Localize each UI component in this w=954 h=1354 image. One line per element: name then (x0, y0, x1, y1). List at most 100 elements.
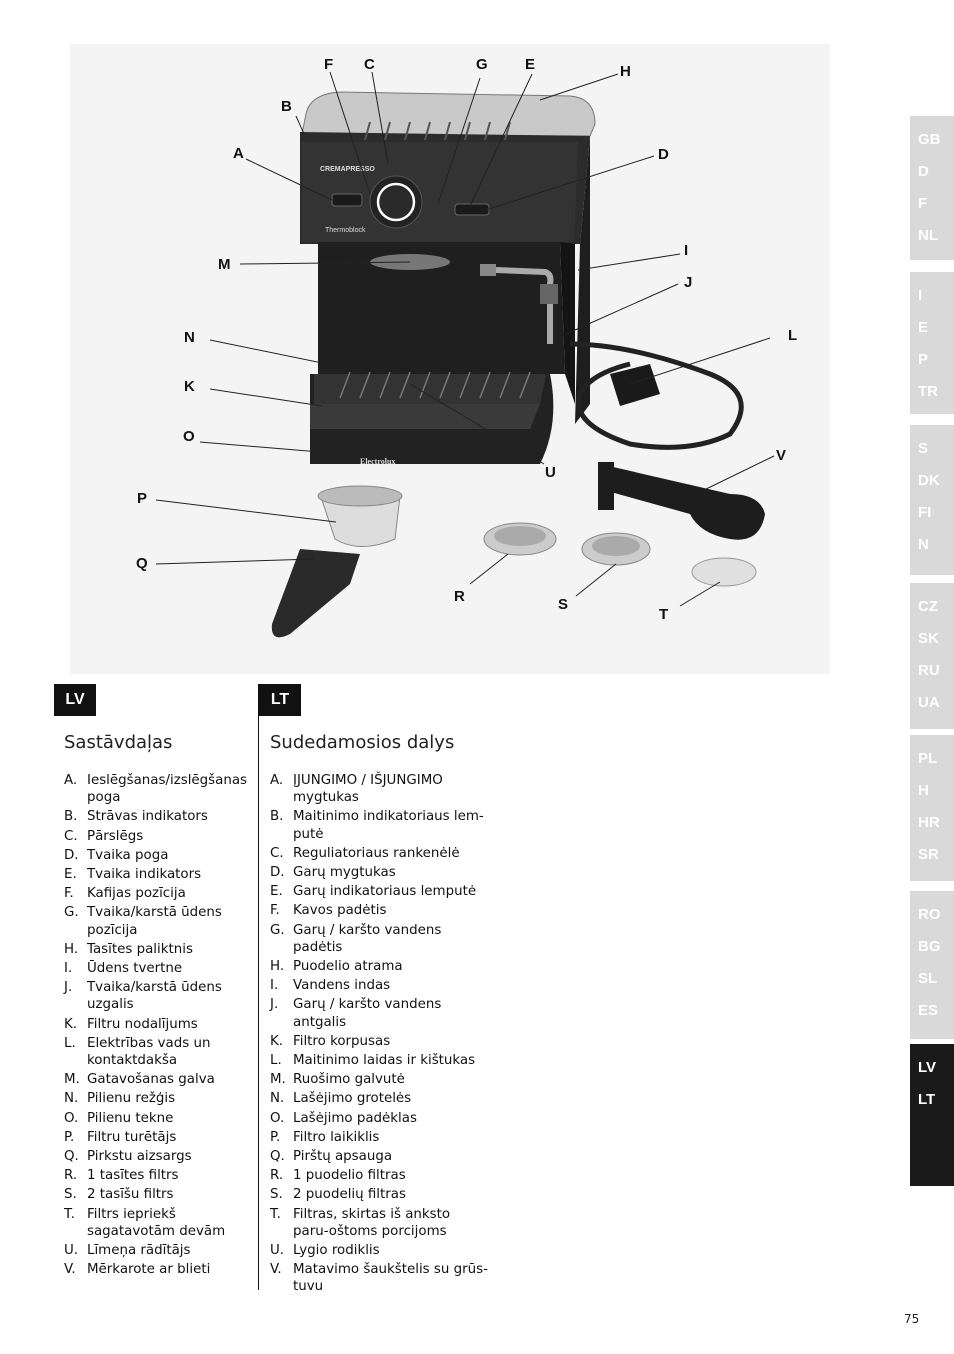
part-item: I.Ūdens tvertne (64, 960, 254, 977)
part-text: Strāvas indikators (87, 809, 208, 825)
sidebar-group: LV LT (910, 1044, 954, 1186)
part-text: Tvaika/karstā ūdens pozīcija (87, 905, 222, 938)
part-item: K.Filtru nodalījums (64, 1016, 254, 1033)
label-b: B (281, 98, 292, 115)
part-letter: A. (64, 773, 78, 788)
part-text: Maitinimo laidas ir kištukas (293, 1053, 476, 1069)
part-text: Filtru turētājs (87, 1129, 177, 1145)
part-item: R.1 tasītes filtrs (64, 1167, 254, 1184)
part-letter: C. (64, 828, 78, 844)
sidebar-group: S DK FI N (910, 425, 954, 575)
part-text: Garų / karšto vandens padėtis (293, 922, 442, 955)
sidebar-lang-code[interactable]: BG (918, 938, 941, 955)
part-text: Kavos padėtis (293, 903, 387, 919)
label-i: I (684, 242, 689, 259)
part-text: Puodelio atrama (293, 959, 403, 975)
label-g: G (476, 56, 488, 73)
sidebar-lang-code[interactable]: E (918, 319, 929, 336)
sidebar-lang-code[interactable]: UA (918, 694, 940, 711)
sidebar-lang-code[interactable]: LV (918, 1059, 937, 1076)
part-letter: P. (270, 1129, 281, 1145)
part-text: Kafijas pozīcija (87, 886, 186, 902)
part-letter: G. (270, 922, 285, 938)
sidebar-lang-code[interactable]: N (918, 536, 929, 553)
part-item: U.Līmeņa rādītājs (64, 1242, 254, 1259)
part-item: T.Filtras, skirtas iš anksto paru-oštoms… (270, 1206, 490, 1240)
label-n: N (184, 329, 195, 346)
part-text: Filtrs iepriekš sagatavotām devām (87, 1206, 226, 1239)
sidebar-lang-code[interactable]: CZ (918, 598, 938, 615)
part-letter: U. (270, 1243, 285, 1259)
sidebar-lang-code[interactable]: HR (918, 814, 940, 831)
steam-button (454, 203, 490, 216)
part-item: G. Tvaika/karstā ūdens pozīcija (64, 904, 254, 938)
label-m: M (218, 256, 231, 273)
label-r: R (454, 588, 465, 605)
part-item: H.Tasītes paliktnis (64, 941, 254, 958)
sidebar-lang-code[interactable]: ES (918, 1002, 939, 1019)
part-text: Pirkstu aizsargs (87, 1149, 192, 1165)
part-item: B.Strāvas indikators (64, 808, 254, 825)
part-item: F. Kavos padėtis (270, 902, 490, 919)
thermoblock-text: Thermoblock (325, 227, 366, 234)
sidebar-lang-code[interactable]: P (918, 351, 929, 368)
lv-section: LV Sastāvdaļas A.Ieslēgšanas/izslēgšanas… (54, 684, 254, 1294)
part-letter: F. (270, 903, 280, 919)
part-item: R.1 puodelio filtras (270, 1167, 490, 1184)
sidebar-lang-code[interactable]: PL (918, 750, 938, 767)
lang-badge-lt: LT (259, 684, 301, 716)
part-letter: Q. (270, 1149, 285, 1165)
sidebar-lang-code[interactable]: H (918, 782, 929, 799)
maker-text: Electrolux (360, 457, 395, 466)
part-item: D.Garų mygtukas (270, 864, 490, 881)
sidebar-lang-code[interactable]: SK (918, 630, 939, 647)
part-item: L.Elektrības vads un kontaktdakša (64, 1035, 254, 1069)
brand-text: CREMAPRESSO (320, 166, 375, 173)
label-j: J (684, 274, 693, 291)
sidebar-lang-code[interactable]: RU (918, 662, 940, 679)
part-letter: F. (64, 886, 74, 902)
lang-badge-lv: LV (54, 684, 96, 716)
part-letter: G. (64, 905, 79, 921)
label-p: P (137, 490, 148, 507)
part-text: Reguliatoriaus rankenėlė (293, 845, 460, 861)
part-text: Ūdens tvertne (87, 961, 183, 977)
part-text: Pirštų apsauga (293, 1149, 393, 1165)
sidebar-lang-code[interactable]: F (918, 195, 928, 212)
sidebar-lang-code[interactable]: SR (918, 846, 939, 863)
sidebar-lang-code[interactable]: I (918, 287, 923, 304)
part-letter: L. (64, 1035, 76, 1051)
sidebar-lang-code[interactable]: D (918, 163, 929, 180)
sidebar-lang-code[interactable]: FI (918, 504, 932, 521)
part-letter: H. (270, 959, 285, 975)
part-text: Pilienu tekne (87, 1110, 174, 1126)
sidebar-lang-code[interactable]: S (918, 440, 929, 457)
part-item: L.Maitinimo laidas ir kištukas (270, 1052, 490, 1069)
part-letter: V. (270, 1262, 282, 1278)
part-text: Līmeņa rādītājs (87, 1243, 191, 1259)
section-title-lv: Sastāvdaļas (64, 732, 173, 753)
sidebar-lang-code[interactable]: SL (918, 970, 938, 987)
machine-illustration: CREMAPRESSO Thermoblock Electrolux (155, 71, 775, 638)
part-text: Tasītes paliktnis (87, 941, 193, 957)
label-c: C (364, 56, 375, 73)
part-letter: E. (270, 884, 283, 900)
part-item: A.Ieslēgšanas/izslēgšanas poga (64, 772, 254, 806)
part-text: Filtro korpusas (293, 1033, 391, 1049)
part-item: E.Tvaika indikators (64, 866, 254, 883)
sidebar-lang-code[interactable]: LT (918, 1091, 936, 1108)
part-text: Pārslēgs (87, 828, 144, 844)
sidebar-group: PL H HR SR (910, 735, 954, 881)
sidebar-lang-code[interactable]: RO (918, 906, 941, 923)
sidebar-lang-code[interactable]: GB (918, 131, 941, 148)
sidebar-lang-code[interactable]: TR (918, 383, 938, 400)
part-letter: T. (64, 1206, 75, 1222)
part-item: P.Filtru turētājs (64, 1129, 254, 1146)
sidebar-group: RO BG SL ES (910, 891, 954, 1039)
sidebar-lang-code[interactable]: DK (918, 472, 940, 489)
sidebar-lang-code[interactable]: NL (918, 227, 938, 244)
label-q: Q (136, 555, 148, 572)
part-text: Tvaika/karstā ūdens uzgalis (87, 980, 222, 1013)
part-item: S.2 puodelių filtras (270, 1186, 490, 1203)
